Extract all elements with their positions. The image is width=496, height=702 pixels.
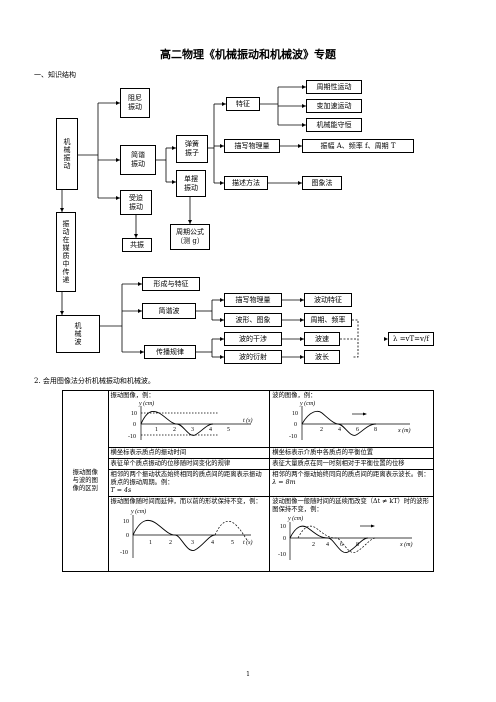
svg-text:0: 0 — [283, 536, 286, 542]
svg-text:2: 2 — [169, 540, 172, 546]
svg-text:2: 2 — [312, 542, 315, 548]
box-wave-formula: λ =vT=v/f — [388, 332, 434, 346]
table-row: 横坐标表示质点的振动时间 横坐标表示介质中各质点的平衡位置 — [63, 447, 434, 459]
vib-zero: 0 — [133, 422, 136, 428]
wave-shifted-graph: y (cm) 10 0 -10 x (m) 2 4 6 8 — [278, 515, 413, 560]
box-simple-wave: 简谐波 — [142, 303, 196, 319]
box-period-frequency: 周期、频率 — [304, 313, 352, 327]
box-variable-acceleration: 变加速运动 — [306, 99, 362, 113]
vib-tick: 2 — [173, 427, 176, 433]
svg-text:5: 5 — [231, 540, 234, 546]
table-cell: 振动图像随时间而延伸，而以前的形状保持不变，例： y (cm) 10 0 -10… — [107, 496, 271, 572]
wave-tick: 8 — [374, 427, 377, 433]
box-propagation-law: 传播规律 — [144, 345, 196, 359]
vibration-graph: y (cm) 10 0 -10 t (s) 1 2 3 4 5 — [128, 400, 253, 440]
box-physical-quantities: 描写物理量 — [224, 139, 280, 153]
vibration-extended-graph: y (cm) 10 0 -10 t (s) 1 2 3 4 5 — [120, 508, 253, 558]
box-diffraction: 波的衍射 — [224, 350, 282, 364]
box-quantities-value: 振幅 A、频率 f、周期 T — [302, 139, 414, 153]
table-row: 表征单个质点振动的位移随时间变化的规律 表征大量质点在同一时刻相对于平衡位置的位… — [63, 458, 434, 470]
wave-tick: 6 — [356, 427, 359, 433]
svg-text:1: 1 — [149, 540, 152, 546]
vib-ymin: -10 — [128, 434, 136, 440]
table-cell: 横坐标表示介质中各质点的平衡位置 — [269, 447, 434, 459]
box-graph-method: 图象法 — [302, 176, 342, 190]
table-cell: 相邻的两个振动始终同向的质点间的距离表示波长。例： λ = 8m — [269, 469, 434, 497]
box-forced-vibration: 受迫振动 — [120, 190, 152, 215]
table-cell: 表征大量质点在同一时刻相对于平衡位置的位移 — [269, 458, 434, 470]
box-description-method: 描述方法 — [224, 176, 268, 190]
vib-tick: 3 — [191, 427, 194, 433]
wave-tick: 4 — [338, 427, 341, 433]
box-formation-feature: 形成与特征 — [142, 277, 200, 291]
svg-text:10: 10 — [123, 519, 129, 525]
wave-xlabel: x (m) — [397, 427, 411, 434]
wave-ymin: -10 — [289, 434, 297, 440]
box-energy-conservation: 机械能守恒 — [306, 118, 362, 132]
svg-text:4: 4 — [211, 540, 214, 546]
vib-xlabel: t (s) — [243, 417, 253, 424]
page-number: 1 — [246, 671, 250, 678]
box-wave-feature: 波动特征 — [304, 293, 352, 307]
box-spring-oscillator: 弹簧振子 — [176, 135, 208, 163]
box-periodic-motion: 周期性运动 — [306, 80, 362, 94]
box-mechanical-vibration: 机械振动 — [56, 118, 78, 190]
wave-graph: y (cm) 10 0 -10 x (m) 2 4 6 8 — [289, 400, 411, 440]
box-wave-graph: 波形、图象 — [224, 313, 282, 327]
row-label-cell: 振动图像与波的图像的区别 — [62, 390, 109, 572]
svg-text:6: 6 — [340, 542, 343, 548]
vib-tick: 1 — [155, 427, 158, 433]
svg-text:3: 3 — [191, 540, 194, 546]
box-resonance: 共振 — [122, 238, 152, 252]
svg-text:0: 0 — [126, 533, 129, 539]
wave-zero: 0 — [294, 422, 297, 428]
box-period-formula: 周期公式（测 g） — [170, 224, 210, 250]
section-1-heading: 一、知识结构 — [34, 71, 76, 79]
vib-ylabel: y (cm) — [138, 400, 154, 407]
svg-text:4: 4 — [326, 542, 329, 548]
svg-text:10: 10 — [280, 524, 286, 530]
table-row: 振动图像与波的图像的区别 振动图像，例： y (cm) 10 0 -10 t (… — [62, 390, 434, 572]
vib-ymax: 10 — [131, 411, 137, 417]
svg-text:-10: -10 — [278, 552, 286, 558]
section-2-heading: 2. 会用图像法分析机械振动和机械波。 — [34, 377, 155, 385]
vib-graph-cell: 振动图像，例： y (cm) 10 0 -10 t (s) 1 2 3 4 5 — [107, 390, 271, 448]
wave-ylabel: y (cm) — [299, 400, 315, 407]
box-mechanical-wave: 机械波 — [56, 315, 100, 353]
svg-text:y (cm): y (cm) — [287, 515, 303, 522]
wave-graph-cell: 波的图像，例： y (cm) 10 0 -10 x (m) 2 4 6 8 — [269, 390, 434, 448]
svg-text:t (s): t (s) — [243, 539, 253, 546]
svg-text:y (cm): y (cm) — [130, 508, 146, 515]
wave-tick: 2 — [320, 427, 323, 433]
page-title: 高二物理《机械振动和机械波》专题 — [160, 48, 336, 61]
table-row: 振动图像随时间而延伸，而以前的形状保持不变，例： y (cm) 10 0 -10… — [63, 496, 434, 572]
box-pendulum: 单摆振动 — [176, 170, 206, 197]
table-cell: 横坐标表示质点的振动时间 — [107, 447, 271, 459]
box-feature: 特征 — [226, 97, 260, 111]
table-cell: 表征单个质点振动的位移随时间变化的规律 — [107, 458, 271, 470]
vib-tick: 5 — [227, 427, 230, 433]
box-simple-harmonic: 简谐振动 — [120, 145, 156, 175]
vib-tick: 4 — [209, 427, 212, 433]
box-wavelength: 波长 — [304, 350, 340, 364]
svg-text:x (m): x (m) — [399, 541, 413, 548]
box-medium-transfer: 振动在媒质中传递 — [56, 212, 76, 292]
box-damped-vibration: 阻尼振动 — [120, 88, 150, 118]
box-interference: 波的干涉 — [224, 332, 282, 346]
box-wave-speed: 波速 — [304, 332, 340, 346]
wave-ymax: 10 — [292, 411, 298, 417]
table-row: 相邻的两个振动状态始终相同的质点间的距离表示振动质点的振动周期。例：T = 4s… — [63, 469, 434, 497]
table-cell: 相邻的两个振动状态始终相同的质点间的距离表示振动质点的振动周期。例：T = 4s — [107, 469, 271, 497]
svg-text:-10: -10 — [120, 550, 128, 556]
box-wave-quantities: 描写物理量 — [224, 293, 282, 307]
comparison-table: 振动图像与波的图像的区别 振动图像，例： y (cm) 10 0 -10 t (… — [62, 390, 434, 572]
table-cell: 波动图像一般随时间的延续而改变（Δt ≠ kT）时的波形图保持不变，例： y (… — [269, 496, 434, 572]
